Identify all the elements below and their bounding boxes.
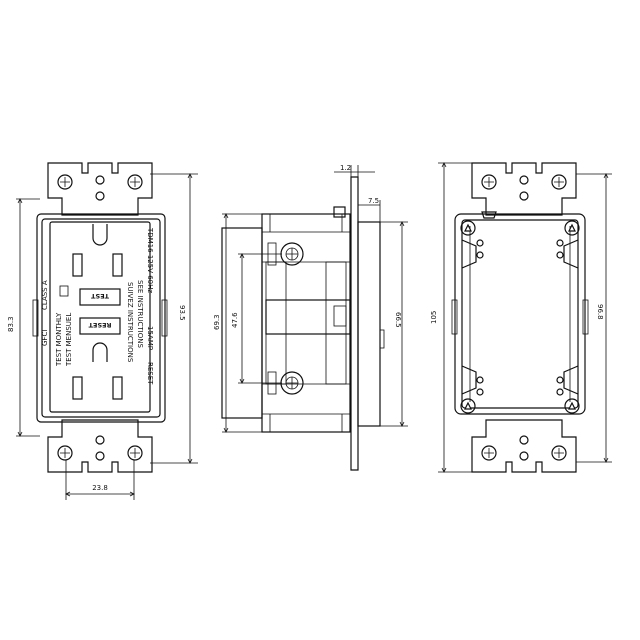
top-strap	[47, 162, 153, 216]
back-top-strap	[471, 162, 577, 216]
dim-back-right: 96.8	[596, 304, 604, 320]
wire-clamp	[461, 239, 477, 269]
strap-tab	[333, 206, 346, 218]
dim-outer: 69.3	[213, 314, 221, 330]
front-view: TEST RESET GFCI CLASS A TEST MONTHLY TES…	[7, 162, 198, 500]
hot-slot	[112, 253, 123, 277]
dim-line-inner	[238, 253, 282, 384]
dim-right-top: 7.5	[368, 197, 379, 205]
neutral-slot	[72, 253, 83, 277]
label-test-monthly: TEST MONTHLY	[55, 312, 63, 367]
main-body	[261, 213, 351, 433]
strap-hole	[95, 175, 105, 185]
neutral-slot	[72, 376, 83, 400]
strap-hole	[95, 451, 105, 461]
housing	[36, 213, 166, 423]
dim-side: 93.5	[178, 305, 186, 321]
side-strap	[350, 176, 359, 471]
side-view: 69.3 47.6 66.5 1.2 7.5	[213, 164, 408, 471]
faceplate	[49, 221, 151, 413]
reset-button[interactable]	[79, 317, 121, 335]
dim-line-right-top	[358, 200, 381, 222]
back-view: 105 96.8	[430, 162, 612, 473]
dim-inner: 47.6	[231, 312, 239, 328]
test-button-label: TEST	[90, 292, 109, 300]
dim-right: 66.5	[394, 312, 402, 328]
ground-slot	[92, 342, 108, 362]
dim-line-back-right	[576, 173, 612, 463]
strap-hole	[95, 191, 105, 201]
label-gfci: GFCI	[41, 330, 49, 346]
strap-hole	[95, 435, 105, 445]
indicator-light	[59, 285, 69, 297]
dim-line-right	[380, 221, 408, 427]
strap-screw-hole	[127, 174, 143, 190]
dim-line-outer	[222, 213, 262, 433]
strap-screw-hole	[57, 174, 73, 190]
ground-screw	[481, 211, 497, 219]
label-rating: TDM16 125V 60Hz	[146, 227, 154, 293]
strap-screw-hole	[127, 445, 143, 461]
dim-line-width	[65, 460, 135, 500]
ground-slot	[92, 224, 108, 246]
dim-line-side	[150, 173, 198, 464]
label-see-instructions: SEE INSTRUCTIONS	[136, 280, 144, 348]
label-reset: RESET	[146, 362, 154, 385]
test-button[interactable]	[79, 288, 121, 306]
back-bottom-strap	[471, 419, 577, 473]
label-test-mensuel: TEST MENSUEL	[65, 313, 73, 367]
dim-top: 1.2	[340, 164, 351, 172]
strap-screw-hole	[57, 445, 73, 461]
dim-height: 83.3	[7, 316, 15, 332]
hot-slot	[112, 376, 123, 400]
dim-line-top	[334, 165, 375, 177]
face-body	[357, 221, 381, 427]
dim-back-left: 105	[430, 311, 438, 324]
label-class-a: CLASS A	[41, 280, 49, 310]
bottom-strap	[47, 419, 153, 473]
back-housing	[454, 213, 586, 415]
label-amp: 15AMP	[146, 326, 154, 350]
dim-width: 23.8	[92, 484, 108, 492]
side-button-slot	[265, 299, 351, 335]
label-suivez-instructions: SUIVEZ INSTRUCTIONS	[126, 282, 134, 363]
reset-button-label: RESET	[88, 321, 112, 329]
